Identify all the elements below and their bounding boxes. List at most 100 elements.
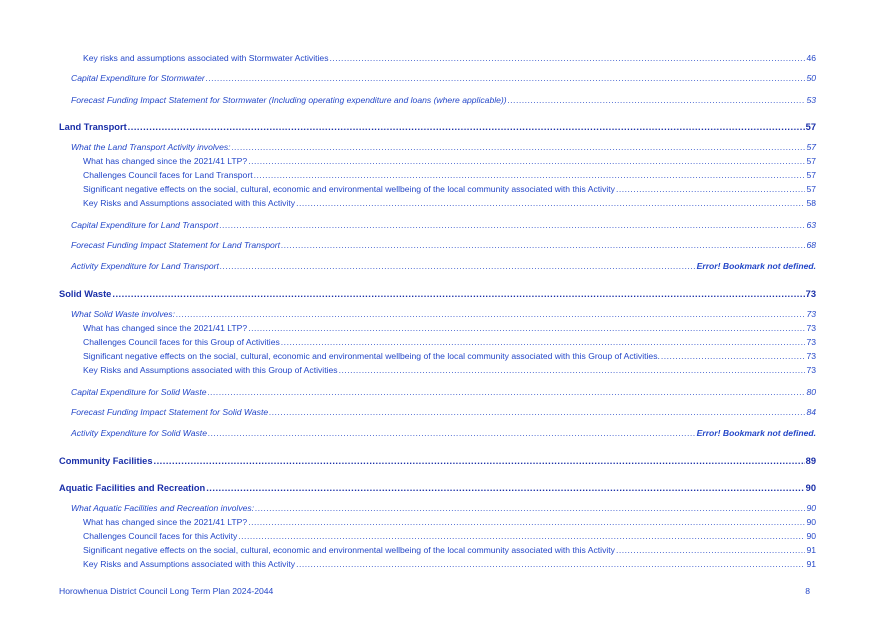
toc-entry-page: 57 [806,170,816,180]
toc-entry[interactable]: Solid Waste 73 [59,288,816,300]
toc-leader-dots [616,544,805,556]
toc-entry-title: Challenges Council faces for Land Transp… [83,170,253,180]
toc-entry[interactable]: What has changed since the 2021/41 LTP? 5… [83,155,816,167]
toc-leader-dots [339,364,806,376]
toc-entry[interactable]: What the Land Transport Activity involve… [71,141,816,153]
toc-entry[interactable]: Key Risks and Assumptions associated wit… [83,558,816,570]
toc-entry-page: 73 [806,365,816,375]
toc-entry-title: Key Risks and Assumptions associated wit… [83,559,296,569]
toc-entry-title: Significant negative effects on the soci… [83,545,615,555]
toc-entry-page: 50 [806,73,816,83]
toc-entry-page: 73 [806,337,816,347]
toc-entry-title: Significant negative effects on the soci… [83,351,660,361]
toc-entry[interactable]: Forecast Funding Impact Statement for St… [71,94,816,106]
toc-leader-dots [232,141,806,153]
toc-entry-page: 57 [806,184,816,194]
toc-entry[interactable]: Significant negative effects on the soci… [83,350,816,362]
toc-entry-title: Significant negative effects on the soci… [83,184,615,194]
toc-entry-title: Key Risks and Assumptions associated wit… [83,365,338,375]
toc-leader-dots [128,121,805,133]
toc-entry-page: 73 [806,351,816,361]
toc-entry-title: Key Risks and Assumptions associated wit… [83,198,296,208]
toc-entry[interactable]: What Solid Waste involves: 73 [71,308,816,320]
toc-leader-dots [220,260,696,272]
toc-entry-page: 80 [806,387,816,397]
toc-leader-dots [254,169,806,181]
toc-entry-title: Forecast Funding Impact Statement for St… [71,95,507,105]
toc-entry-page: 90 [805,483,816,493]
toc-leader-dots [281,239,805,251]
toc-entry[interactable]: Community Facilities89 [59,455,816,467]
page-footer: Horowhenua District Council Long Term Pl… [59,586,810,596]
toc-entry[interactable]: Capital Expenditure for Land Transport63 [71,219,816,231]
toc-entry[interactable]: Challenges Council faces for this Group … [83,336,816,348]
toc-entry[interactable]: Forecast Funding Impact Statement for So… [71,406,816,418]
footer-document-title: Horowhenua District Council Long Term Pl… [59,586,274,596]
toc-entry-page: 58 [806,198,816,208]
toc-entry-page: 89 [805,456,816,466]
toc-entry[interactable]: Aquatic Facilities and Recreation 90 [59,482,816,494]
toc-entry[interactable]: Activity Expenditure for Land Transport E… [71,260,816,272]
toc-leader-dots [238,530,805,542]
toc-entry-page: 90 [806,531,816,541]
toc-entry-page: 68 [806,240,816,250]
toc-entry-title: Challenges Council faces for this Activi… [83,531,238,541]
toc-entry-title: Solid Waste [59,289,112,299]
toc-leader-dots [616,183,805,195]
toc-entry[interactable]: Capital Expenditure for Stormwater 50 [71,72,816,84]
toc-entry-title: Aquatic Facilities and Recreation [59,483,206,493]
toc-entry-page: 57 [806,156,816,166]
toc-entry[interactable]: What has changed since the 2021/41 LTP?7… [83,322,816,334]
toc-entry-title: What the Land Transport Activity involve… [71,142,231,152]
toc-entry-title: Capital Expenditure for Land Transport [71,220,219,230]
toc-entry-title: Challenges Council faces for this Group … [83,337,280,347]
footer-page-number: 8 [805,586,810,596]
toc-entry-title: What has changed since the 2021/41 LTP? [83,156,248,166]
toc-entry-page: 73 [806,309,816,319]
toc-leader-dots [206,72,806,84]
toc-entry-title: Key risks and assumptions associated wit… [83,53,329,63]
toc-entry[interactable]: Challenges Council faces for this Activi… [83,530,816,542]
toc-leader-dots [269,406,805,418]
toc-entry[interactable]: What has changed since the 2021/41 LTP? 9… [83,516,816,528]
toc-entry[interactable]: Key Risks and Assumptions associated wit… [83,364,816,376]
toc-entry-page: 46 [806,53,816,63]
toc-entry-title: What Aquatic Facilities and Recreation i… [71,503,255,513]
toc-leader-dots [154,455,805,467]
toc-leader-dots [248,155,805,167]
toc-entry-page: 90 [806,503,816,513]
toc-entry-page: 91 [806,559,816,569]
toc-entry-title: Capital Expenditure for Solid Waste [71,387,207,397]
toc-leader-dots [112,288,804,300]
toc-leader-dots [206,482,804,494]
toc-leader-dots [176,308,805,320]
toc-entry-title: Capital Expenditure for Stormwater [71,73,205,83]
toc-entry-title: Land Transport [59,122,127,132]
toc-entry[interactable]: Land Transport57 [59,121,816,133]
toc-entry-title: What has changed since the 2021/41 LTP? [83,517,248,527]
toc-entry[interactable]: Key Risks and Assumptions associated wit… [83,197,816,209]
toc-entry[interactable]: Challenges Council faces for Land Transp… [83,169,816,181]
toc-leader-dots [661,350,806,362]
toc-entry-title: What Solid Waste involves: [71,309,175,319]
toc-entry[interactable]: Activity Expenditure for Solid WasteErro… [71,427,816,439]
toc-leader-dots [219,219,805,231]
toc-leader-dots [508,94,806,106]
toc-leader-dots [208,386,806,398]
toc-entry-title: What has changed since the 2021/41 LTP? [83,323,248,333]
toc-leader-dots [296,197,805,209]
toc-entry[interactable]: Key risks and assumptions associated wit… [83,52,816,64]
toc-entry-page-error: Error! Bookmark not defined. [696,261,816,271]
toc-entry[interactable]: Forecast Funding Impact Statement for La… [71,239,816,251]
toc-leader-dots [330,52,806,64]
toc-entry-title: Activity Expenditure for Solid Waste [71,428,207,438]
toc-entry-page: 73 [805,289,816,299]
toc-entry[interactable]: Significant negative effects on the soci… [83,544,816,556]
toc-entry-title: Activity Expenditure for Land Transport [71,261,219,271]
toc-entry-page: 90 [806,517,816,527]
toc-entry-title: Forecast Funding Impact Statement for La… [71,240,281,250]
toc-entry[interactable]: Significant negative effects on the soci… [83,183,816,195]
toc-entry-page: 53 [806,95,816,105]
toc-entry[interactable]: Capital Expenditure for Solid Waste 80 [71,386,816,398]
toc-entry[interactable]: What Aquatic Facilities and Recreation i… [71,502,816,514]
